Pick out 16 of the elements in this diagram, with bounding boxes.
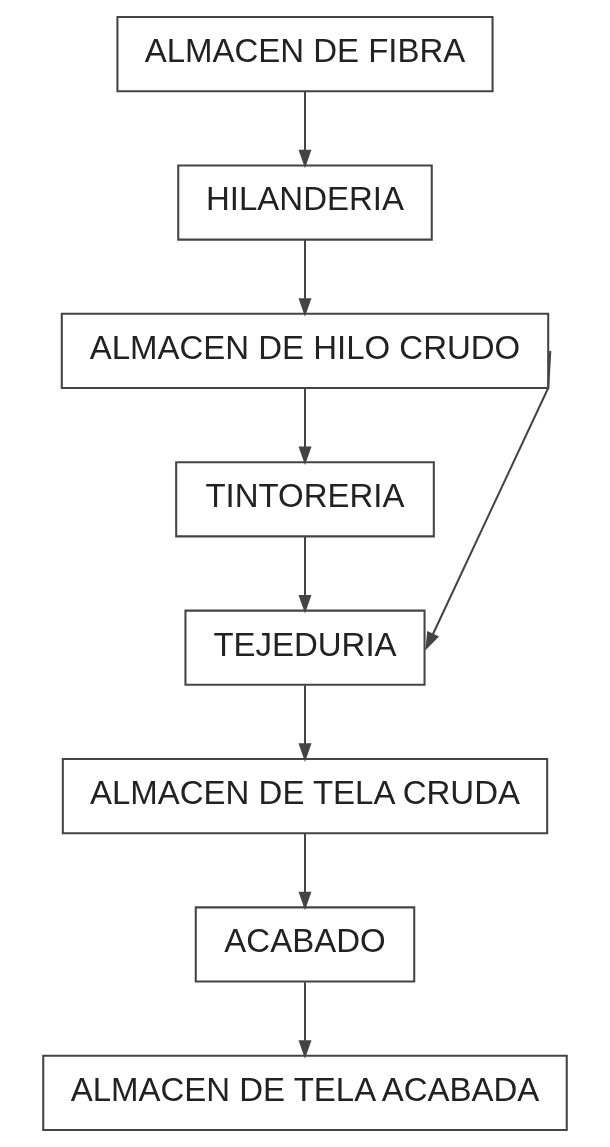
arrow [298, 685, 312, 762]
node-box: ALMACEN DE FIBRA [116, 16, 494, 93]
arrow [298, 91, 312, 169]
arrow [298, 388, 312, 466]
node-box: ACABADO [194, 906, 416, 983]
node-box: ALMACEN DE HILO CRUDO [60, 312, 550, 390]
node-box: ALMACEN DE TELA CRUDA [61, 757, 549, 835]
arrow [298, 982, 312, 1059]
arrow [298, 240, 312, 317]
node-box: HILANDERIA [177, 164, 433, 241]
node-box: TINTORERIA [175, 461, 435, 538]
node-box: TEJEDURIA [184, 609, 426, 686]
arrow [298, 537, 312, 614]
node-box: ALMACEN DE TELA ACABADA [42, 1054, 568, 1131]
arrow [425, 350, 552, 651]
arrow [298, 833, 312, 911]
